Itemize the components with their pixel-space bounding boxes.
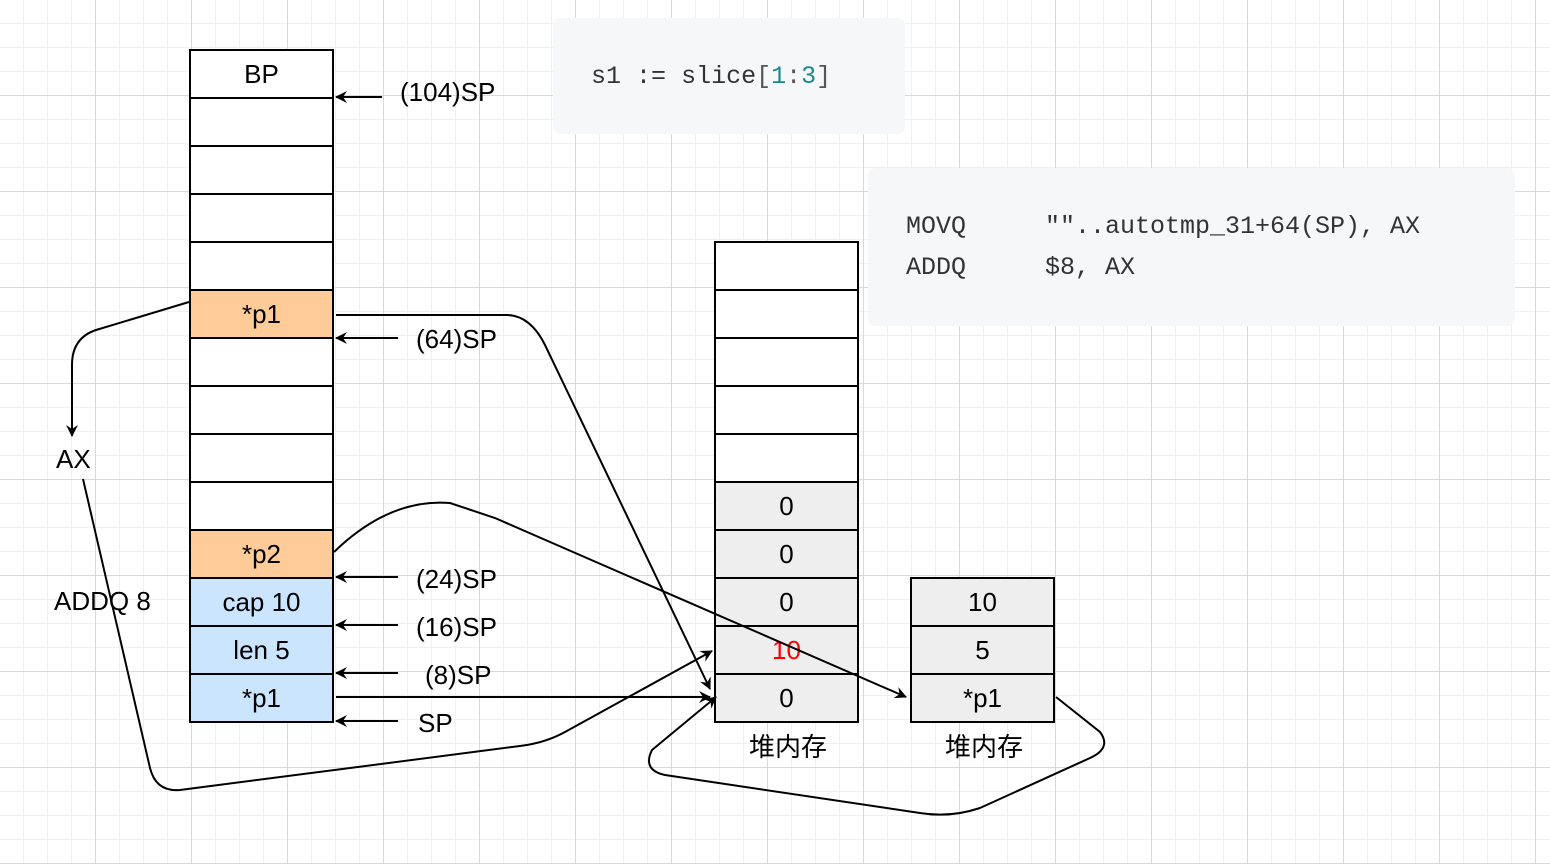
p2-to-heap2-arrow [333,501,907,699]
sp-label-0: SP [418,708,453,738]
asm-args-1: ""..autotmp_31+64(SP), AX [1045,212,1421,241]
asm-opcode: MOVQ [906,212,967,241]
stack-cell [189,385,334,435]
sp-label-104: (104)SP [400,77,496,107]
heap1-cell: 0 [714,481,859,531]
stack-cell [189,481,334,531]
stack-cell-len: len 5 [189,625,334,675]
sp-label-8: (8)SP [425,660,492,690]
heap2-cell-cap: 10 [910,577,1055,627]
asm-args-2: $8, AX [1045,253,1136,282]
sp-label-64: (64)SP [416,324,497,354]
stack-cell-p2: *p2 [189,529,334,579]
code-snippet-asm: MOVQ ""..autotmp_31+64(SP), AX ADDQ $8, … [868,168,1515,326]
code-snippet-slice: s1 := slice[1:3] [553,18,905,134]
asm-line-1: MOVQ [906,212,966,242]
heap2-ptr-to-heap1-arrow [648,696,1106,816]
heap1-cell [714,289,859,339]
addq-label: ADDQ 8 [54,586,151,616]
stack-cell [189,433,334,483]
p1-temp-to-heap-arrow [336,314,711,690]
sp-label-16: (16)SP [416,612,497,642]
code-line: s1 := slice[1:3] [591,62,832,91]
sp-label-24: (24)SP [416,564,497,594]
heap1-caption: 堆内存 [749,732,828,762]
heap2-cell-len: 5 [910,625,1055,675]
p1-to-ax-arrow [66,301,190,437]
heap2-caption: 堆内存 [945,732,1024,762]
register-ax-label: AX [56,444,91,474]
stack-cell [189,97,334,147]
heap1-cell: 0 [714,577,859,627]
heap2-cell-ptr: *p1 [910,673,1055,723]
stack-cell-p1-temp: *p1 [189,289,334,339]
asm-opcode: ADDQ [906,253,967,282]
stack-cell-cap: cap 10 [189,577,334,627]
asm-line-2: ADDQ [906,253,966,283]
stack-cell-p1: *p1 [189,673,334,723]
ax-addq-arrow [82,478,713,792]
